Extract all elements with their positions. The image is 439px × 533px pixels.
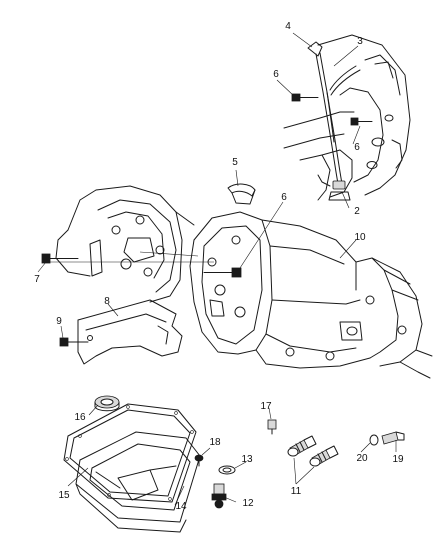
fitting-18 — [194, 454, 204, 467]
callout-6-upper-left: 6 — [273, 69, 279, 80]
callout-10: 10 — [354, 232, 366, 243]
bolt-upper-right — [350, 117, 373, 126]
callout-4: 4 — [285, 21, 291, 32]
callout-2: 2 — [354, 206, 360, 217]
callout-6-upper-right: 6 — [354, 142, 360, 153]
fitting-11-right — [309, 445, 339, 467]
transmission-case — [189, 211, 433, 379]
clip-part — [227, 183, 256, 205]
o-ring-20 — [369, 434, 379, 446]
callout-13: 13 — [241, 454, 253, 465]
callout-14: 14 — [175, 501, 187, 512]
oil-filter — [94, 395, 120, 412]
pan-gasket — [63, 403, 197, 503]
oil-pan — [75, 431, 201, 533]
cooler-fittings — [287, 435, 339, 467]
callout-17: 17 — [260, 401, 272, 412]
dipstick-assembly — [307, 41, 361, 201]
callout-5: 5 — [232, 157, 238, 168]
callout-11: 11 — [290, 486, 302, 497]
callout-18: 18 — [209, 437, 221, 448]
bolt-upper-left — [291, 93, 319, 102]
leader-lines — [37, 32, 397, 506]
drain-plug — [211, 483, 227, 509]
callout-3: 3 — [357, 36, 363, 47]
callout-16: 16 — [74, 412, 86, 423]
sensor-19 — [381, 431, 405, 445]
bolt-middle — [203, 267, 242, 278]
callout-20: 20 — [356, 453, 368, 464]
clip-17 — [267, 419, 277, 435]
callout-9: 9 — [56, 316, 62, 327]
callout-19: 19 — [392, 454, 404, 465]
fitting-11-left — [287, 435, 317, 457]
callout-8: 8 — [104, 296, 110, 307]
callout-12: 12 — [242, 498, 254, 509]
bellhousing-left — [55, 185, 195, 303]
dust-shield — [77, 299, 183, 365]
bolt-7 — [41, 253, 79, 264]
bolt-9 — [59, 337, 89, 347]
callout-7: 7 — [34, 274, 40, 285]
washer-13 — [218, 465, 236, 475]
callout-15: 15 — [58, 490, 70, 501]
callout-6-middle: 6 — [281, 192, 287, 203]
engine-rear-section — [283, 34, 411, 201]
